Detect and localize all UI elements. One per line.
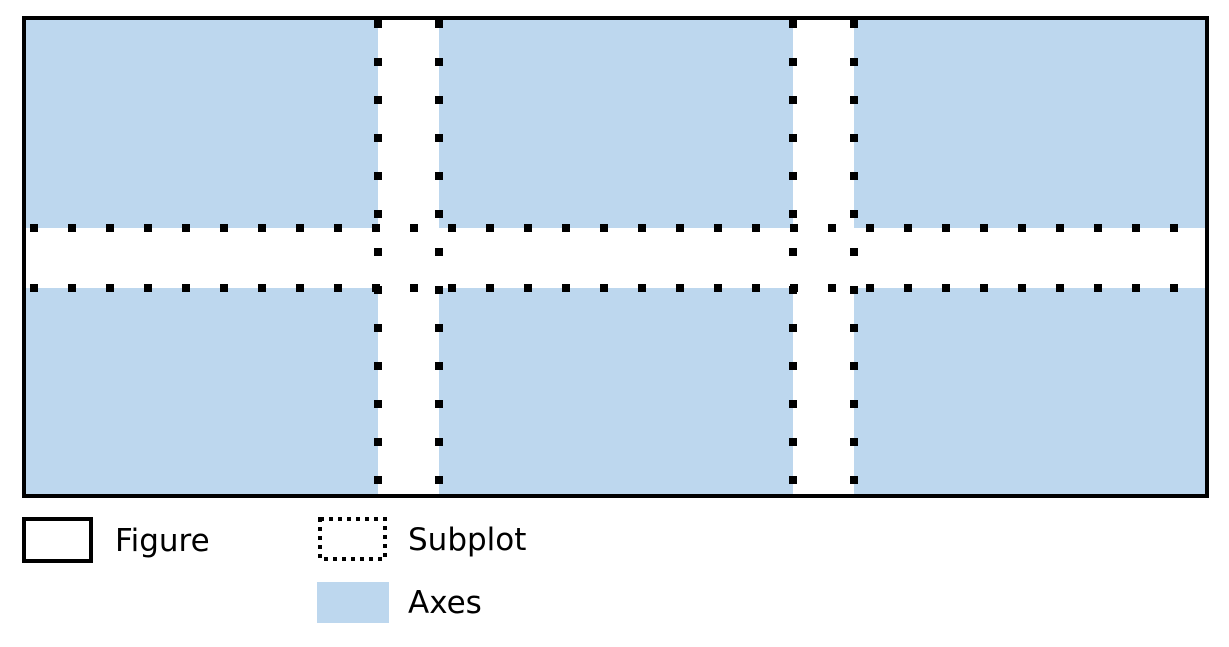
axes-1-1 [24,18,378,228]
legend: Figure Subplot Axes [22,517,526,623]
legend-axes-label: Axes [408,585,482,621]
legend-axes-swatch [317,582,389,623]
subplot-layer [30,20,1200,494]
axes-2-2 [439,288,793,496]
axes-1-2 [439,18,793,228]
legend-figure-label: Figure [115,523,210,559]
axes-2-3 [854,288,1207,496]
axes-2-1 [24,288,378,496]
figure-border [22,16,1209,498]
legend-subplot-label: Subplot [408,522,526,558]
axes-1-3 [854,18,1207,228]
legend-subplot-swatch [318,517,387,561]
legend-figure-swatch [22,517,93,563]
axes-layer [24,18,1207,496]
